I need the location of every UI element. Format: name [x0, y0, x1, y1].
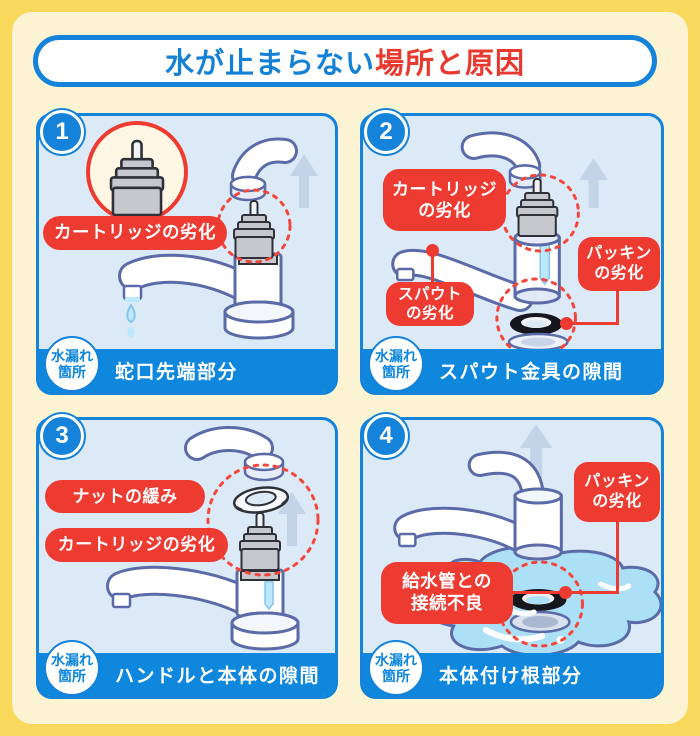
panel-3-number-badge: 3 [40, 414, 84, 458]
label-cartridge-deterioration: カートリッジ の劣化 [383, 169, 506, 231]
faucet-base [230, 611, 300, 651]
panel-3-handle-gap: 3 [36, 414, 338, 699]
dashed-focus-circle [206, 463, 320, 577]
water-stream [264, 581, 274, 611]
panel-2-spout-gap: 2 [360, 110, 664, 395]
cartridge [239, 512, 281, 571]
label-cartridge-deterioration: カートリッジの劣化 [45, 528, 228, 562]
connector-line-packing-v [616, 291, 619, 325]
faucet-handle [184, 426, 285, 482]
packing-ring [509, 313, 563, 335]
panel-2-number-badge: 2 [364, 110, 408, 154]
label-spout-deterioration: スパウト の劣化 [386, 282, 474, 326]
leak-location-badge: 水漏れ 箇所 [44, 640, 100, 696]
up-arrow-icon [520, 424, 553, 478]
packing-ring [509, 589, 567, 611]
up-arrow-icon [290, 154, 318, 208]
panel-4-footer: 水漏れ 箇所 本体付け根部分 [363, 640, 661, 696]
faucet-spout [118, 253, 260, 338]
label-supply-connection: 給水管との 接続不良 [381, 562, 513, 624]
page-title: 水が止まらない場所と原因 [33, 35, 657, 87]
title-blue-part: 水が止まらない [164, 48, 375, 80]
faucet-handle [467, 450, 545, 502]
faucet-body [513, 229, 561, 305]
panel-4-number-badge: 4 [364, 414, 408, 458]
cartridge-inset-circle [86, 121, 188, 223]
up-arrow-icon [278, 492, 306, 546]
label-cartridge-deterioration: カートリッジの劣化 [43, 216, 227, 250]
nut-ring [232, 486, 290, 514]
cartridge-icon [109, 139, 165, 217]
base-ring [507, 332, 569, 349]
connector-line-spout [431, 255, 434, 283]
faucet-spout [106, 565, 262, 617]
cartridge [516, 178, 559, 237]
faucet-handle [229, 137, 298, 202]
panel-1-faucet-tip: 1 [36, 110, 338, 395]
faucet-spout [391, 248, 535, 312]
water-drop [127, 326, 135, 338]
label-packing-deterioration: パッキン の劣化 [574, 462, 660, 522]
connector-line-packing-h [567, 591, 619, 594]
panel-2-footer: 水漏れ 箇所 スパウト金具の隙間 [363, 336, 661, 392]
connector-line-packing-v [616, 522, 619, 594]
leak-location-text: 蛇口先端部分 [115, 362, 239, 383]
connector-line-packing-h [568, 322, 619, 325]
leak-location-text: ハンドルと本体の隙間 [115, 666, 321, 687]
leak-dot-spout [426, 244, 439, 257]
panel-3-footer: 水漏れ 箇所 ハンドルと本体の隙間 [39, 640, 335, 696]
faucet-spout [393, 506, 537, 554]
leak-location-badge: 水漏れ 箇所 [368, 640, 424, 696]
cartridge [233, 200, 275, 259]
dashed-focus-circle-bottom [495, 277, 577, 349]
leak-location-badge: 水漏れ 箇所 [368, 336, 424, 392]
connector-line-supply [513, 591, 561, 594]
panel-1-number-badge: 1 [40, 110, 84, 154]
faucet-base [223, 300, 295, 340]
base-ring [509, 610, 571, 634]
leak-dot-base [559, 586, 572, 599]
leak-dot-packing [560, 317, 573, 330]
label-nut-loose: ナットの緩み [45, 480, 205, 513]
label-packing-deterioration: パッキン の劣化 [578, 237, 660, 291]
faucet-illustration [118, 137, 318, 340]
panel-4-base: 4 [360, 414, 664, 699]
water-drip [126, 303, 136, 324]
up-arrow-icon [579, 158, 608, 208]
faucet-body [513, 487, 563, 561]
title-red-part: 場所と原因 [375, 48, 526, 80]
faucet-illustration [391, 131, 608, 349]
panel-1-footer: 水漏れ 箇所 蛇口先端部分 [39, 336, 335, 392]
leak-location-text: スパウト金具の隙間 [439, 362, 624, 383]
faucet-body [235, 568, 285, 618]
faucet-illustration [106, 426, 320, 651]
leak-location-text: 本体付け根部分 [439, 666, 583, 687]
leak-location-badge: 水漏れ 箇所 [44, 336, 100, 392]
water-film [125, 297, 140, 302]
